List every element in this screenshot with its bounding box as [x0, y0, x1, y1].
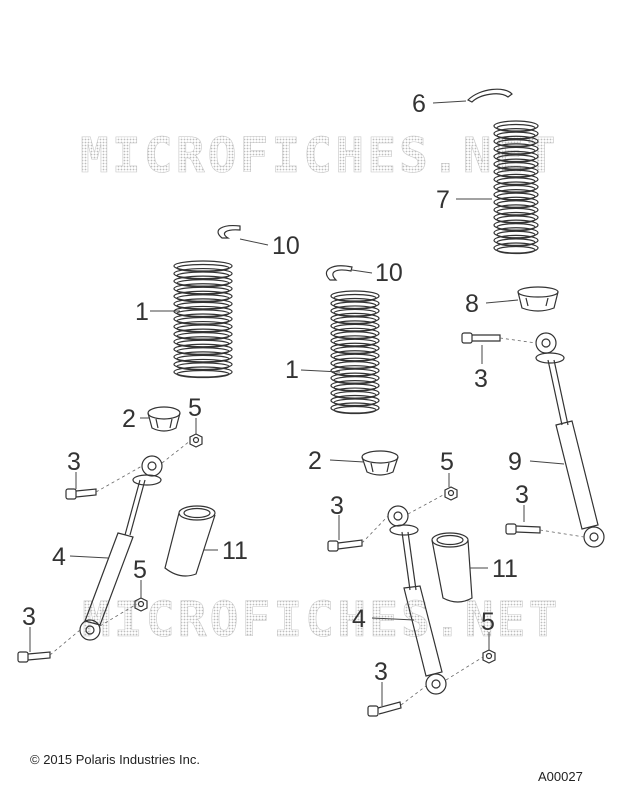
spring-7 — [493, 120, 539, 255]
shock-absorber-9 — [535, 332, 605, 548]
spring-coil-inner — [496, 177, 536, 186]
spring-coil-inner — [496, 162, 536, 171]
bump-stop-8 — [517, 286, 559, 312]
copyright-notice: © 2015 Polaris Industries Inc. — [30, 752, 200, 767]
spring-coil-inner — [496, 146, 536, 155]
spring-coil-inner — [496, 154, 536, 163]
shock-absorber-4-center — [387, 505, 447, 695]
spring-coil-inner — [496, 207, 536, 216]
spring-coil-inner — [496, 192, 536, 201]
retaining-ring-6 — [466, 88, 513, 103]
callout-8: 8 — [465, 290, 479, 318]
callout-1-left: 1 — [135, 298, 149, 326]
callout-2-left: 2 — [122, 405, 136, 433]
sleeve-11-center — [431, 532, 473, 603]
spring-coil-inner — [496, 215, 536, 224]
bolt-3-right-top — [461, 332, 501, 344]
callout-10-left: 10 — [272, 232, 300, 260]
callout-4-center: 4 — [352, 605, 366, 633]
spring-coil-inner — [496, 245, 536, 255]
spring-coil-inner — [496, 123, 536, 133]
spring-coil-inner — [496, 169, 536, 178]
callout-11-left: 11 — [222, 537, 248, 565]
spring-coil-inner — [496, 230, 536, 239]
bolt-3-center-bottom — [367, 701, 402, 717]
spring-coil-inner — [496, 238, 536, 247]
callout-2-center: 2 — [308, 447, 322, 475]
leader-lines — [29, 100, 565, 706]
callout-6: 6 — [412, 90, 426, 118]
nut-5-center-bottom — [482, 649, 496, 664]
callout-3-right-bottom: 3 — [515, 481, 529, 509]
retaining-ring-10-left — [217, 225, 241, 239]
spring-coil-inner — [333, 405, 377, 415]
nut-5-left-top — [189, 433, 203, 448]
spring-1-left — [173, 260, 233, 379]
alignment-lines — [49, 337, 585, 706]
callout-5-center-top: 5 — [440, 448, 454, 476]
callout-7: 7 — [436, 186, 450, 214]
nut-5-center-top — [444, 486, 458, 501]
callout-5-left-bottom: 5 — [133, 556, 147, 584]
bolt-3-left-top — [65, 488, 97, 500]
callout-4-left: 4 — [52, 543, 66, 571]
bolt-3-center-top — [327, 539, 363, 552]
spring-coil-inner — [496, 139, 536, 148]
callout-10-center: 10 — [375, 259, 403, 287]
spring-coil-inner — [176, 369, 230, 379]
callout-3-center-top: 3 — [330, 492, 344, 520]
bolt-3-right-bottom — [505, 523, 541, 535]
retaining-ring-10-center — [325, 265, 353, 281]
spring-coil-inner — [496, 131, 536, 140]
bump-stop-2-left — [147, 406, 181, 432]
watermark-top: MICROFICHES.NET — [80, 128, 558, 184]
callouts: 6 7 10 10 1 1 8 3 2 5 9 3 2 5 3 3 4 11 1… — [22, 90, 529, 686]
diagram-code: A00027 — [538, 769, 583, 784]
callout-1-center: 1 — [285, 356, 299, 384]
callout-3-right-top: 3 — [474, 365, 488, 393]
callout-5-left-top: 5 — [188, 394, 202, 422]
spring-coil-inner — [496, 200, 536, 209]
bolt-3-left-bottom — [17, 651, 51, 663]
sleeve-11-left — [164, 505, 216, 577]
callout-3-center-bottom: 3 — [374, 658, 388, 686]
callout-11-center: 11 — [492, 555, 518, 583]
spring-coil-inner — [496, 184, 536, 194]
callout-5-center-bottom: 5 — [481, 608, 495, 636]
callout-3-left-top: 3 — [67, 448, 81, 476]
bump-stop-2-center — [361, 450, 399, 476]
watermark-bottom: MICROFICHES.NET — [82, 592, 560, 648]
spring-coil-inner — [496, 223, 536, 232]
callout-9: 9 — [508, 448, 522, 476]
callout-3-left-bottom: 3 — [22, 603, 36, 631]
shock-absorber-4-left — [79, 455, 163, 641]
spring-1-center — [330, 290, 380, 415]
